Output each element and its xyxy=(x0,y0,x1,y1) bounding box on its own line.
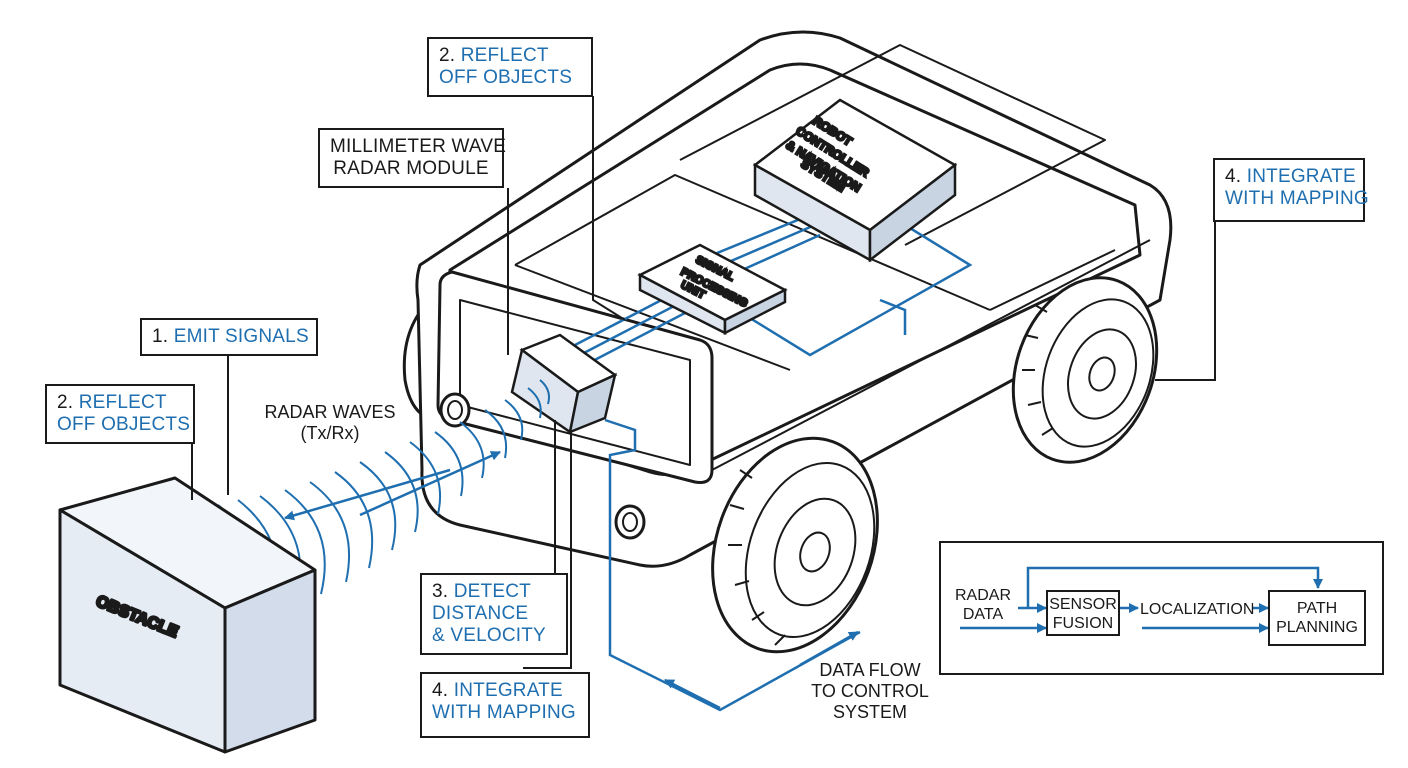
flow-path-planning-box: PATH PLANNING xyxy=(1268,590,1366,646)
label-text: SYSTEM xyxy=(832,702,907,722)
flow-radar-data: RADAR DATA xyxy=(948,586,1018,624)
label-text: RADAR WAVES xyxy=(264,402,396,422)
callout-emit: 1. EMIT SIGNALS xyxy=(140,318,318,356)
callout-detect: 3. DETECT DISTANCE & VELOCITY xyxy=(420,573,568,655)
label-text: LOCALIZATION xyxy=(1140,601,1255,618)
label-text: PATH xyxy=(1296,600,1338,617)
callout-text: EMIT SIGNALS xyxy=(173,326,309,347)
callout-text: MILLIMETER WAVE xyxy=(330,136,507,157)
callout-reflect-top: 2. REFLECT OFF OBJECTS xyxy=(427,37,593,97)
callout-text: & VELOCITY xyxy=(432,625,546,646)
callout-text: WITH MAPPING xyxy=(432,702,576,723)
callout-text: INTEGRATE xyxy=(1246,166,1356,187)
callout-text: OFF OBJECTS xyxy=(439,67,573,88)
callout-reflect-left: 2. REFLECT OFF OBJECTS xyxy=(45,384,195,444)
callout-number: 2. xyxy=(57,392,74,413)
robot-controller-box: ROBOT CONTROLLER & NAVIGATION SYSTEM xyxy=(752,98,958,263)
robot-body xyxy=(402,30,1173,568)
callout-text: WITH MAPPING xyxy=(1225,188,1369,209)
callout-text: REFLECT xyxy=(78,392,167,413)
label-text: PLANNING xyxy=(1276,619,1358,636)
radar-waves-label: RADAR WAVES (Tx/Rx) xyxy=(250,402,410,444)
callout-text: DETECT xyxy=(453,581,531,602)
wave-arrow-out xyxy=(284,468,451,521)
radar-module xyxy=(510,333,618,435)
data-flow-label: DATA FLOW TO CONTROL SYSTEM xyxy=(800,660,940,723)
data-flow-arrow-left xyxy=(664,678,721,710)
signal-processing-unit: SIGNAL PROCESSING UNIT xyxy=(637,243,788,336)
label-text: DATA xyxy=(962,606,1004,623)
label-text: FUSION xyxy=(1052,615,1114,632)
callout-number: 1. xyxy=(152,326,169,347)
flow-sensor-fusion-box: SENSOR FUSION xyxy=(1046,590,1120,636)
wave-arrow-in xyxy=(359,450,501,517)
obstacle-block: OBSTACLE xyxy=(58,476,317,754)
callout-number: 4. xyxy=(432,680,449,701)
flow-localization: LOCALIZATION xyxy=(1140,600,1255,619)
label-text: RADAR xyxy=(954,587,1011,604)
callout-text: RADAR MODULE xyxy=(333,158,489,179)
flowchart-arrows xyxy=(960,566,1323,633)
callout-number: 3. xyxy=(432,581,449,602)
rear-wheel xyxy=(1011,276,1159,464)
callout-radar-module: MILLIMETER WAVE RADAR MODULE xyxy=(318,128,507,188)
callout-text: INTEGRATE xyxy=(453,680,563,701)
front-wheel xyxy=(711,436,879,654)
callout-text: DISTANCE xyxy=(432,603,529,624)
data-flow-arrow-right xyxy=(799,630,859,667)
callout-integrate-right: 4. INTEGRATE WITH MAPPING xyxy=(1213,158,1369,222)
label-text: (Tx/Rx) xyxy=(300,423,360,443)
callout-text: OFF OBJECTS xyxy=(57,414,191,435)
label-text: DATA FLOW xyxy=(819,660,921,680)
label-text: SENSOR xyxy=(1049,596,1117,613)
callout-integrate-bottom: 4. INTEGRATE WITH MAPPING xyxy=(420,672,590,738)
callout-text: REFLECT xyxy=(460,45,549,66)
callout-number: 4. xyxy=(1225,166,1242,187)
callout-number: 2. xyxy=(439,45,456,66)
label-text: TO CONTROL xyxy=(811,681,929,701)
